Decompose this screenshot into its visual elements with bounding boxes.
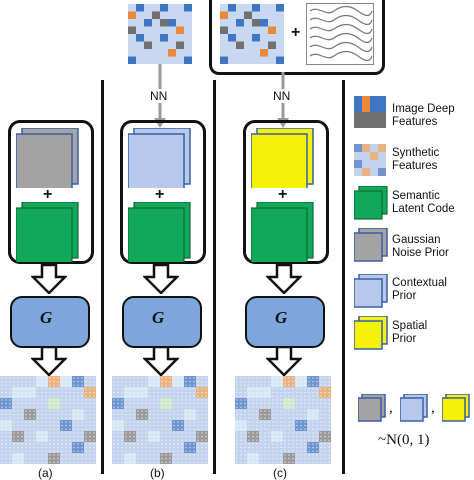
input-box-c xyxy=(243,120,329,264)
comma-2: , xyxy=(431,400,435,416)
legend-swatch-spatial-prior xyxy=(354,316,388,350)
legend-swatch-deep-features xyxy=(354,96,386,128)
down-arrow-b2 xyxy=(143,346,179,376)
generator-label-c: G xyxy=(275,308,288,327)
semantic-latent-code-a xyxy=(16,202,80,262)
input-box-a xyxy=(8,120,94,264)
semantic-latent-code-c xyxy=(251,202,315,262)
synthetic-features-output-b xyxy=(112,376,210,466)
caption-b: (b) xyxy=(150,466,165,480)
nn-label-c: NN xyxy=(272,89,292,103)
down-arrow-a1 xyxy=(31,264,67,294)
deep-feature-matrix-icon xyxy=(220,4,284,64)
column-divider-1 xyxy=(101,80,104,474)
contextual-prior-b xyxy=(128,128,192,188)
plus-sign-c: + xyxy=(278,186,288,203)
comma-1: , xyxy=(389,400,393,416)
down-arrow-c2 xyxy=(266,346,302,376)
spatial-wave-map xyxy=(306,3,374,65)
legend-swatch-contextual-prior xyxy=(354,274,388,308)
deep-feature-matrix-input-c xyxy=(220,4,284,64)
spatial-input-box xyxy=(209,0,385,75)
legend-swatch-synthetic-features xyxy=(354,144,386,176)
synthetic-features-output-c xyxy=(235,376,333,466)
spatial-prior-c xyxy=(251,128,315,188)
plus-sign-top: + xyxy=(291,24,301,41)
deep-feature-matrix-input-b xyxy=(128,4,192,64)
legend-swatch-gaussian-prior xyxy=(354,228,388,262)
down-arrow-b1 xyxy=(143,264,179,294)
prior-spatial-icon xyxy=(442,394,470,422)
plus-sign-a: + xyxy=(43,186,53,203)
legend-swatch-semantic-code xyxy=(354,186,388,220)
prior-contextual-icon xyxy=(400,394,428,422)
down-arrow-a2 xyxy=(31,346,67,376)
caption-c: (c) xyxy=(273,466,287,480)
normal-distribution-label: ~N(0, 1) xyxy=(378,432,430,448)
generator-label-a: G xyxy=(40,308,53,327)
synthetic-features-output-a xyxy=(0,376,98,466)
plus-sign-b: + xyxy=(155,186,165,203)
column-divider-2 xyxy=(213,80,216,474)
generator-label-b: G xyxy=(152,308,165,327)
gaussian-noise-prior-a xyxy=(16,128,80,188)
deep-feature-matrix-icon xyxy=(128,4,192,64)
semantic-latent-code-b xyxy=(128,202,192,262)
wave-map-icon xyxy=(306,3,374,65)
nn-label-b: NN xyxy=(149,89,169,103)
input-box-b xyxy=(120,120,206,264)
column-divider-3 xyxy=(342,80,345,474)
down-arrow-c1 xyxy=(266,264,302,294)
caption-a: (a) xyxy=(38,466,53,480)
prior-gaussian-icon xyxy=(358,394,386,422)
